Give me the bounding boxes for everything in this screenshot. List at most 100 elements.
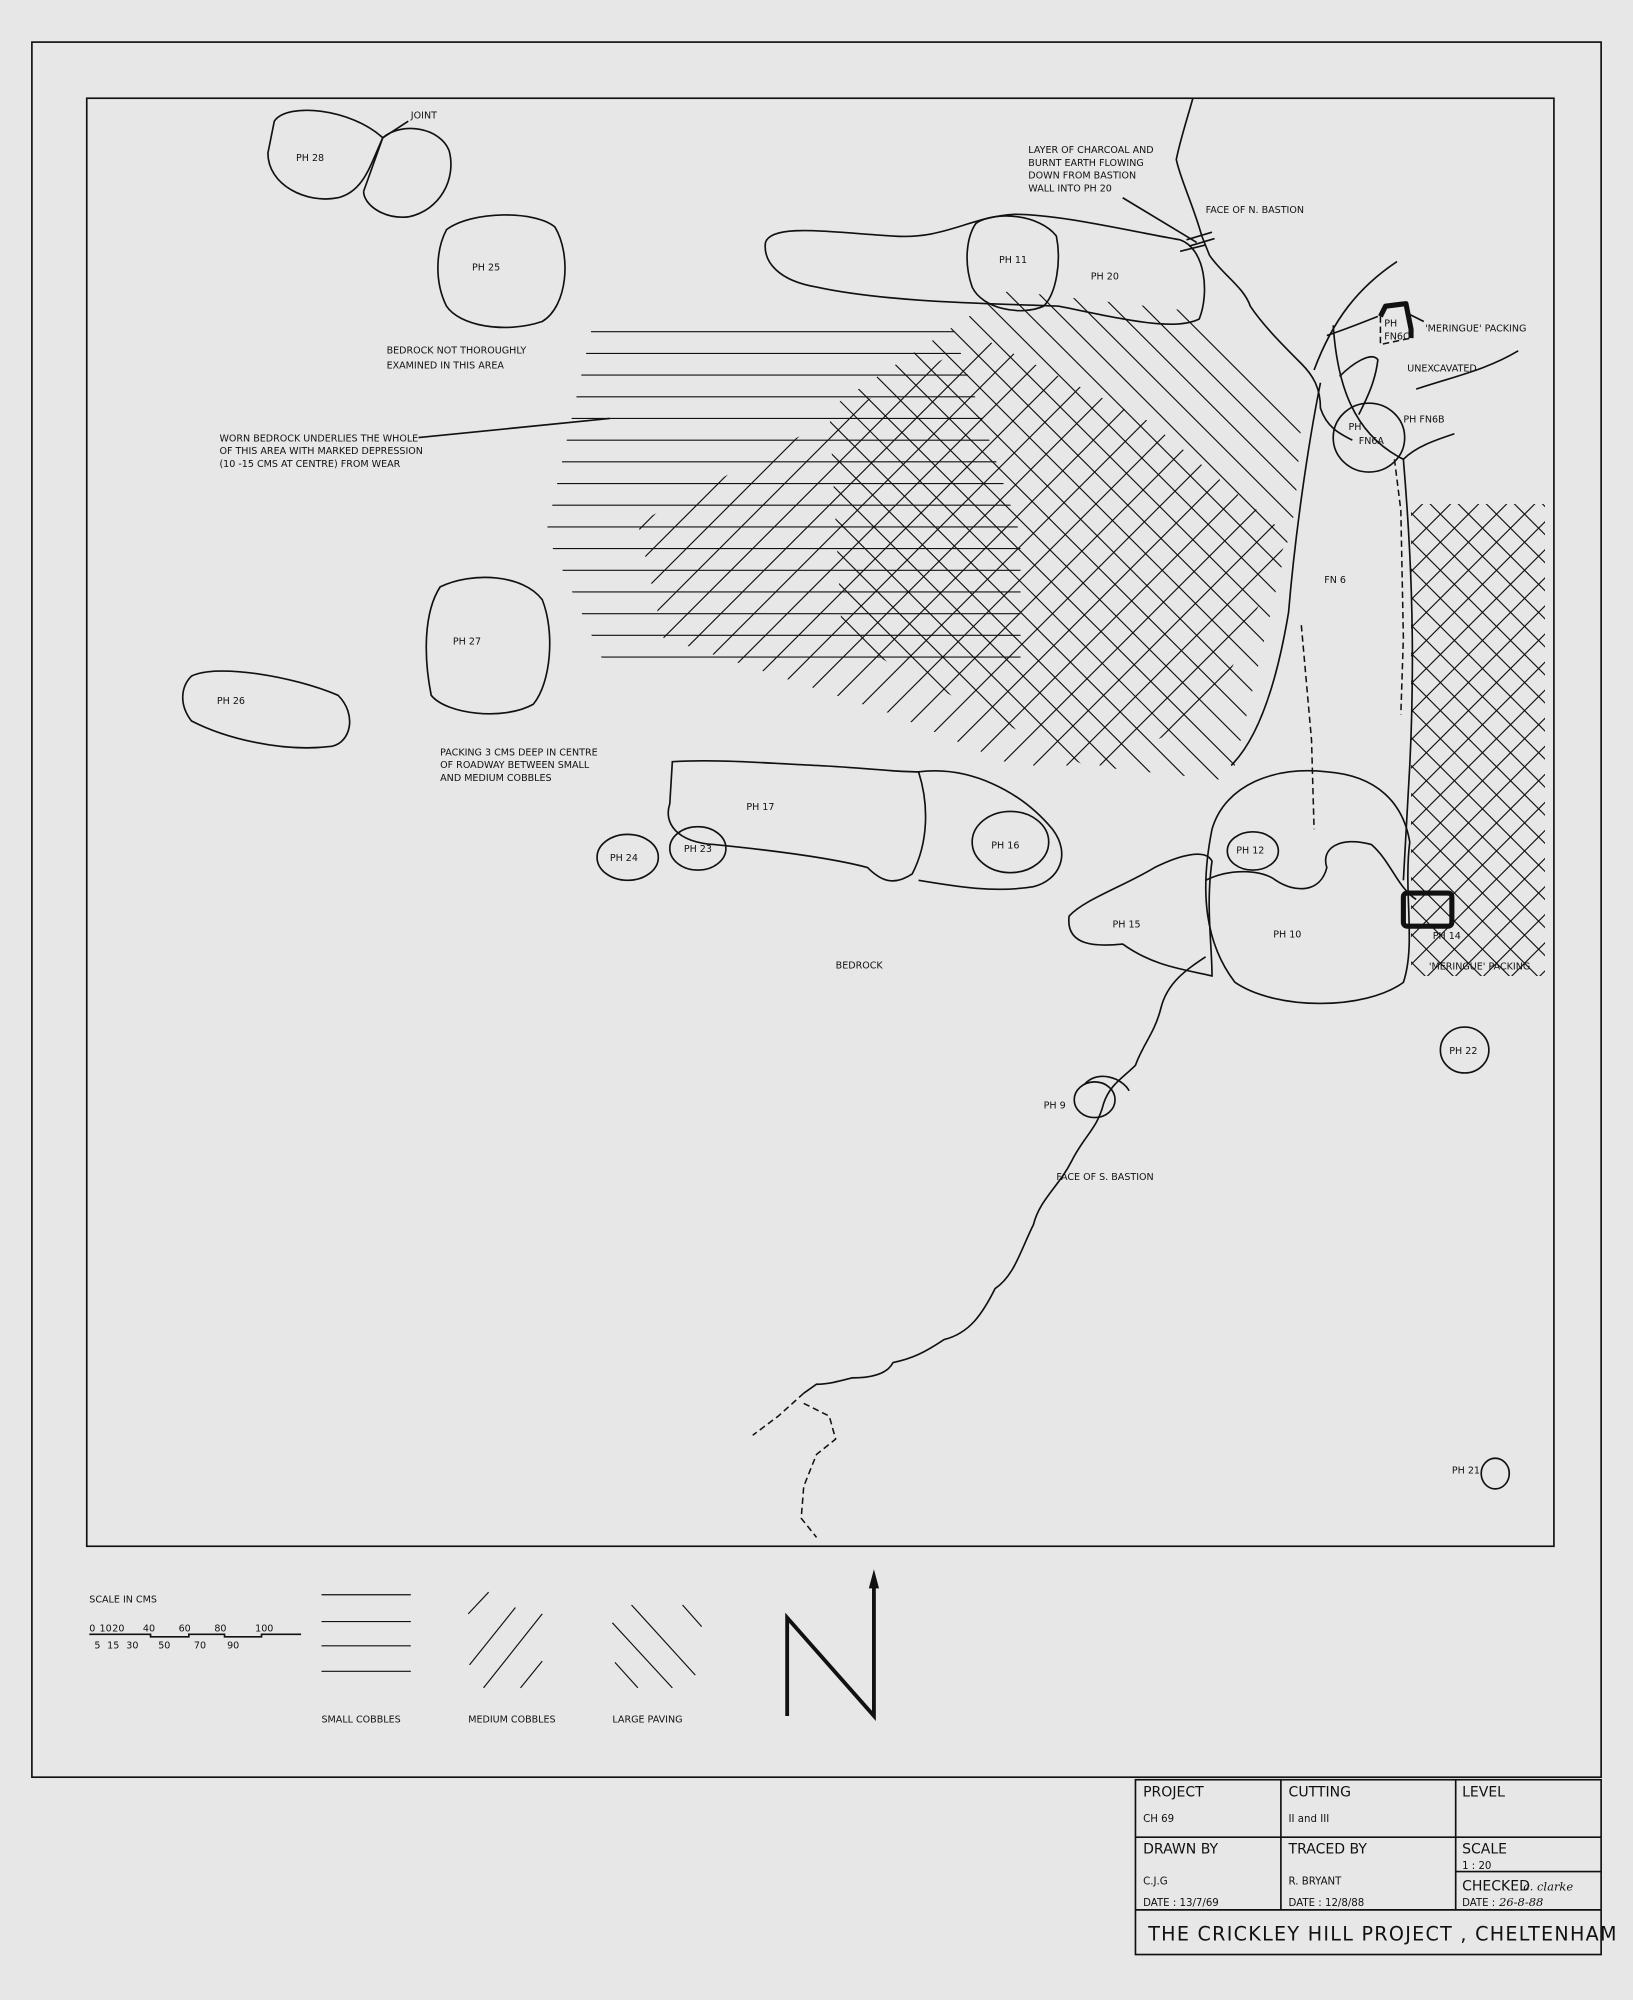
- medium-cobbles-line: [637, 338, 1289, 766]
- medium-cobbles-line: [637, 338, 1037, 766]
- crosshatch-line: [1411, 624, 1545, 760]
- crosshatch-line: [1403, 1212, 1556, 1365]
- crosshatch-line: [1411, 689, 1545, 825]
- large-paving-hatch: [829, 290, 1302, 781]
- label-worn-bedrock-2: OF THIS AREA WITH MARKED DEPRESSION: [219, 446, 423, 457]
- label-ph-fn6a-2: FN6A: [1359, 436, 1385, 447]
- large-paving-line: [829, 290, 1302, 476]
- large-paving-line: [829, 509, 1302, 781]
- large-paving-line: [829, 290, 1302, 414]
- medium-cobbles-line: [734, 338, 1289, 766]
- checked-signature: c. clarke: [1523, 1880, 1573, 1894]
- crosshatch-line: [1403, 1072, 1556, 1225]
- crosshatch-line: [1513, 503, 1545, 536]
- large-paving-line: [829, 290, 1302, 537]
- label-meringue-packing-1: 'MERINGUE' PACKING: [1425, 324, 1526, 335]
- drawing-title: THE CRICKLEY HILL PROJECT , CHELTENHAM: [1147, 1922, 1618, 1945]
- scale-bar: [89, 1633, 302, 1638]
- scale-tick-label: 0: [89, 1624, 95, 1635]
- large-paving-line: [829, 754, 1302, 781]
- crosshatch-line: [1429, 503, 1545, 620]
- crosshatch-line: [1403, 1240, 1556, 1393]
- label-ph17: PH 17: [746, 802, 774, 813]
- label-charcoal-2: BURNT EARTH FLOWING: [1028, 158, 1144, 169]
- crosshatch-line: [1403, 1207, 1556, 1360]
- north-arrow-icon: [785, 1569, 880, 1722]
- label-ph9: PH 9: [1044, 1101, 1066, 1112]
- drawn-by-value: C.J.G: [1143, 1876, 1168, 1887]
- plan-frame: [85, 97, 1555, 1548]
- feature-outlines: [181, 98, 1519, 1538]
- label-ph22: PH 22: [1449, 1046, 1477, 1057]
- crosshatch-line: [1411, 708, 1545, 845]
- crosshatch-line: [1411, 520, 1545, 657]
- scale-title: SCALE IN CMS: [89, 1594, 157, 1605]
- ph25-outline: [437, 214, 566, 329]
- crosshatch-line: [1411, 568, 1545, 704]
- crosshatch-area: [1403, 0, 1556, 1393]
- label-charcoal-3: DOWN FROM BASTION: [1028, 171, 1136, 182]
- medium-cobbles-line: [637, 338, 971, 766]
- ph12-outline: [1226, 830, 1280, 871]
- ph23-outline: [668, 825, 727, 871]
- label-packing-2: OF ROADWAY BETWEEN SMALL: [440, 760, 590, 771]
- crosshatch-line: [1403, 112, 1556, 265]
- medium-cobbles-line: [637, 338, 1289, 766]
- large-paving-line: [829, 295, 1302, 781]
- medium-cobbles-line: [1165, 338, 1289, 766]
- label-ph11: PH 11: [999, 255, 1027, 266]
- checked-date-label: DATE :: [1462, 1898, 1495, 1909]
- scale-tick-label: 90: [227, 1640, 239, 1651]
- crosshatch-line: [1403, 1128, 1556, 1281]
- large-paving-line: [829, 290, 1302, 629]
- large-paving-line: [829, 290, 1302, 567]
- crosshatch-line: [1411, 633, 1545, 769]
- medium-cobbles-line: [933, 338, 1289, 766]
- scale-tick-label: 10: [100, 1624, 112, 1635]
- label-bedrock: BEDROCK: [836, 960, 884, 971]
- crosshatch-line: [1539, 970, 1545, 976]
- small-cobbles-swatch: [321, 1594, 411, 1672]
- label-ph16: PH 16: [991, 840, 1019, 851]
- south-bastion-dashed: [752, 1392, 837, 1538]
- large-paving-line: [829, 290, 1302, 781]
- fn6b-boundary: [1339, 355, 1455, 460]
- label-ph27: PH 27: [453, 636, 481, 647]
- medium-cobbles-swatch: [467, 1591, 543, 1689]
- crosshatch-line: [1403, 1100, 1556, 1253]
- large-paving-line: [829, 290, 1302, 598]
- scale-tick-label: 15: [107, 1640, 119, 1651]
- crosshatch-line: [1403, 1095, 1556, 1248]
- scale-tick-label: 5: [94, 1640, 100, 1651]
- medium-cobbles-line: [637, 338, 1289, 766]
- crosshatch-line: [1403, 1067, 1556, 1220]
- large-paving-line: [829, 571, 1302, 781]
- crosshatch-line: [1411, 661, 1545, 797]
- large-paving-line: [829, 540, 1302, 781]
- medium-cobbles-line: [999, 338, 1289, 766]
- crosshatch-line: [1403, 230, 1556, 383]
- crosshatch-line: [1411, 596, 1545, 732]
- crosshatch-line: [1403, 982, 1556, 1135]
- scale-tick-label: 60: [179, 1624, 191, 1635]
- sheet-border: [31, 41, 1602, 1779]
- large-paving-swatch: [611, 1604, 703, 1689]
- label-ph12: PH 12: [1236, 846, 1264, 857]
- medium-cobbles-line: [637, 338, 1289, 766]
- crosshatch-line: [1403, 140, 1556, 293]
- crosshatch-line: [1403, 1156, 1556, 1309]
- large-paving-line: [829, 290, 1302, 781]
- ph-fn6c-meringue-packing: [1378, 301, 1414, 339]
- medium-cobbles-line: [637, 338, 1269, 766]
- crosshatch-line: [1403, 1010, 1556, 1163]
- large-paving-line: [829, 663, 1302, 781]
- ph9-loop: [1083, 1075, 1130, 1092]
- small-cobbles-label: SMALL COBBLES: [322, 1714, 401, 1725]
- fn6-outline: [1230, 325, 1414, 881]
- crosshatch-line: [1403, 0, 1556, 153]
- crosshatch-line: [1411, 652, 1545, 788]
